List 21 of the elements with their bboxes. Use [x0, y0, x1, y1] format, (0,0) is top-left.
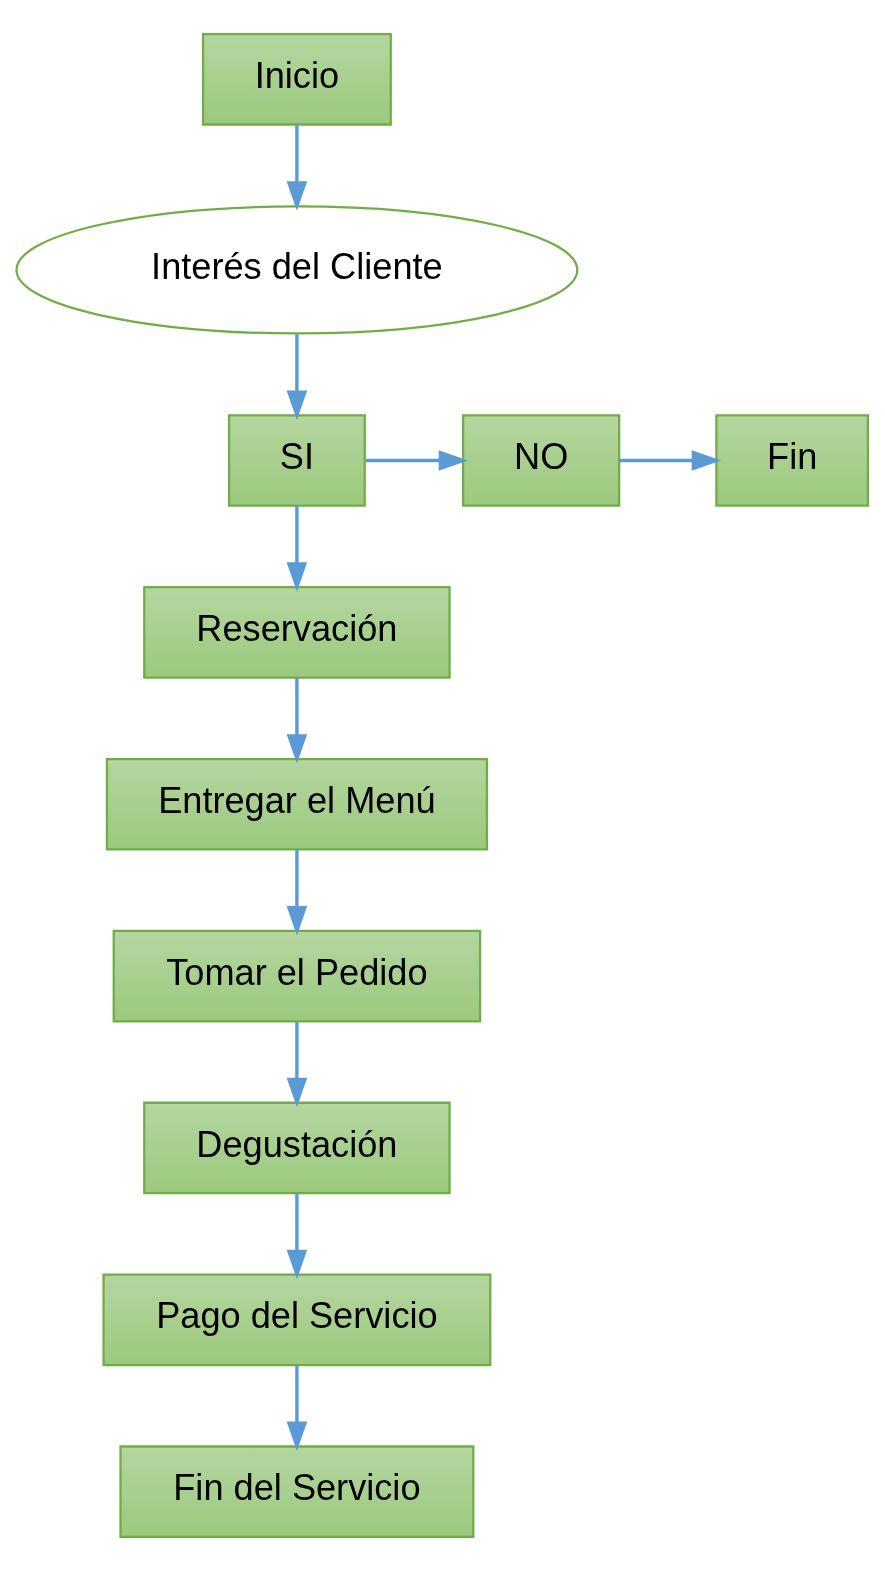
- node-box: Entregar el Menú: [105, 757, 488, 851]
- node-box: SI: [227, 413, 366, 507]
- node-ellipse: Interés del Cliente: [15, 204, 579, 334]
- arrow: [286, 124, 308, 211]
- arrow: [286, 1364, 308, 1451]
- node-box: Reservación: [143, 585, 451, 679]
- node-box: Pago del Servicio: [102, 1273, 492, 1366]
- node-box: Tomar el Pedido: [112, 929, 482, 1022]
- arrow: [286, 333, 308, 420]
- node-box: NO: [462, 413, 621, 507]
- arrow: [286, 849, 308, 935]
- node-box: Fin del Servicio: [119, 1444, 475, 1538]
- arrow: [365, 449, 469, 471]
- arrow: [286, 677, 308, 764]
- node-box: Degustación: [143, 1101, 451, 1194]
- node-box: Fin: [715, 413, 870, 507]
- arrow: [286, 505, 308, 592]
- arrow: [286, 1020, 308, 1107]
- arrow: [286, 1192, 308, 1279]
- node-box: Inicio: [201, 32, 392, 126]
- arrow: [619, 449, 722, 471]
